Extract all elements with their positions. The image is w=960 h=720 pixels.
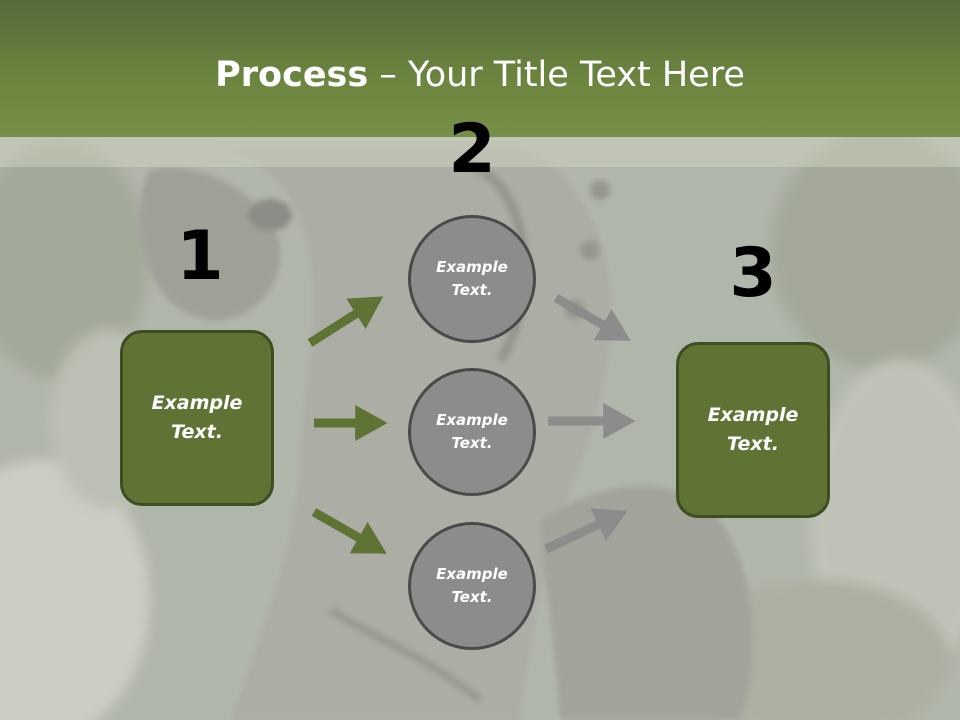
arrow-1-to-bottom xyxy=(311,508,387,554)
step-1-box: Example Text. xyxy=(120,330,274,506)
step-3-box: Example Text. xyxy=(676,342,830,518)
middle-node-bottom: Example Text. xyxy=(408,522,536,650)
title-bold: Process xyxy=(215,55,369,95)
middle-node-center-label: Example Text. xyxy=(436,411,508,452)
middle-node-top-label: Example Text. xyxy=(436,258,508,299)
header-bar xyxy=(0,0,960,137)
title-rest: – Your Title Text Here xyxy=(368,55,745,95)
arrow-1-to-top xyxy=(307,296,384,347)
step-number-3: 3 xyxy=(729,234,777,313)
header-band xyxy=(0,137,960,167)
arrow-top-to-3 xyxy=(553,294,631,341)
slide-title: Process – Your Title Text Here xyxy=(0,52,960,98)
step-number-1: 1 xyxy=(176,217,224,296)
step-3-label: Example Text. xyxy=(707,404,799,455)
middle-node-top: Example Text. xyxy=(408,215,536,343)
arrow-bottom-to-3 xyxy=(544,508,628,554)
step-number-2: 2 xyxy=(448,110,496,189)
step-1-label: Example Text. xyxy=(151,392,243,443)
middle-node-center: Example Text. xyxy=(408,368,536,496)
middle-node-bottom-label: Example Text. xyxy=(436,565,508,606)
